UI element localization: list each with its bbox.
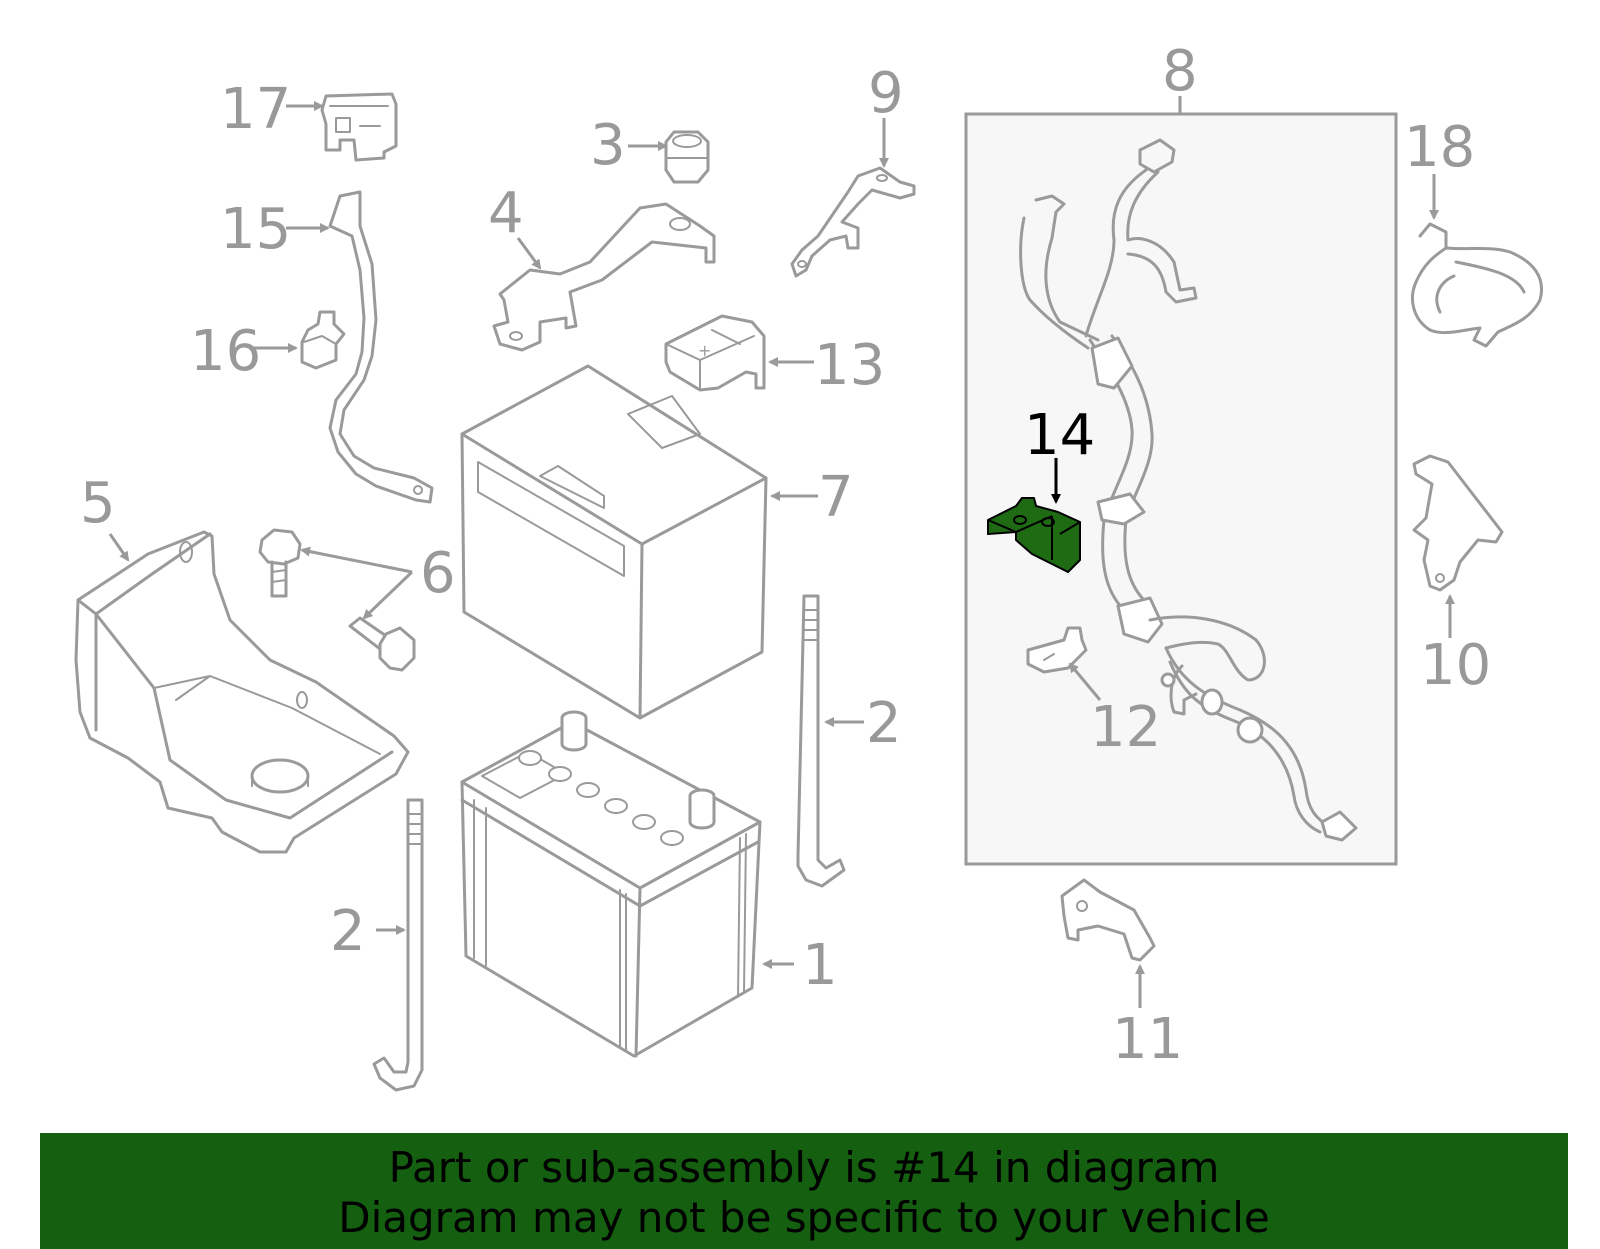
callout-5: 5 xyxy=(80,471,116,536)
battery-caps xyxy=(518,750,684,846)
callout-7: 7 xyxy=(818,465,854,530)
leader-4 xyxy=(516,237,542,270)
callout-2a: 2 xyxy=(866,691,902,756)
part-6-bolt-lower xyxy=(348,616,416,672)
callout-4: 4 xyxy=(488,181,524,246)
part-1-battery xyxy=(460,710,762,1058)
part-17-fuse-holder xyxy=(320,92,398,162)
callout-18: 18 xyxy=(1404,115,1475,180)
leader-6b xyxy=(362,570,414,620)
part-3-nut xyxy=(664,130,710,184)
callout-11: 11 xyxy=(1112,1007,1183,1072)
callout-1: 1 xyxy=(802,933,838,998)
part-15-ground-strap xyxy=(328,190,434,504)
callout-3: 3 xyxy=(590,113,626,178)
part-18-cable xyxy=(1411,222,1543,348)
leader-12 xyxy=(1068,662,1102,701)
part-8-battery-cable-harness xyxy=(1019,138,1358,842)
part-11-bracket xyxy=(1060,878,1156,962)
harness-box xyxy=(964,112,1398,866)
part-14-highlighted-part[interactable] xyxy=(987,497,1081,573)
callout-8: 8 xyxy=(1162,39,1198,104)
part-9-bracket xyxy=(790,166,916,278)
part-12-clip xyxy=(1026,626,1088,674)
callout-6: 6 xyxy=(420,541,456,606)
callout-13: 13 xyxy=(814,333,885,398)
svg-text:+: + xyxy=(698,341,711,360)
callout-15: 15 xyxy=(220,197,291,262)
callout-2b: 2 xyxy=(330,899,366,964)
leader-6a xyxy=(300,546,413,574)
callout-17: 17 xyxy=(220,77,291,142)
part-10-bracket xyxy=(1412,454,1504,592)
part-13-terminal-cover: + xyxy=(664,314,766,392)
part-2-hook-bolt-right xyxy=(796,594,846,888)
banner-line-part-number: Part or sub-assembly is #14 in diagram xyxy=(388,1143,1220,1192)
callout-10: 10 xyxy=(1420,633,1491,698)
callout-16: 16 xyxy=(190,319,261,384)
banner-line-disclaimer: Diagram may not be specific to your vehi… xyxy=(338,1193,1270,1242)
callout-14[interactable]: 14 xyxy=(1024,403,1095,468)
part-6-bolt-upper xyxy=(258,528,302,598)
info-banner: Part or sub-assembly is #14 in diagram D… xyxy=(40,1133,1568,1249)
part-7-battery-cover xyxy=(460,364,768,720)
part-5-battery-tray xyxy=(74,530,410,854)
callout-12: 12 xyxy=(1090,695,1161,760)
part-16-clip xyxy=(300,310,346,370)
part-2-hook-bolt-left xyxy=(372,798,424,1092)
part-4-hold-down-bracket xyxy=(492,202,716,352)
callout-9: 9 xyxy=(868,61,904,126)
leader-5 xyxy=(108,533,130,562)
